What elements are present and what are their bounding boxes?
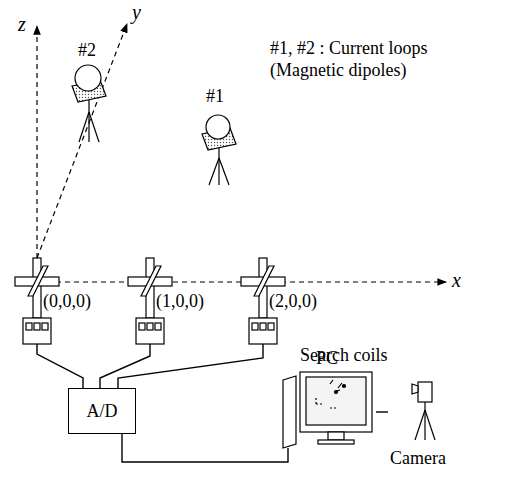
node-text: #2 bbox=[78, 40, 96, 61]
node-text: (1,0,0) bbox=[156, 291, 204, 312]
current-loop: #2 bbox=[62, 40, 116, 150]
camera: Camera bbox=[388, 372, 460, 470]
pc-figure bbox=[283, 372, 372, 448]
wire bbox=[122, 434, 288, 462]
axis-label: z bbox=[18, 12, 26, 36]
node-text: (2,0,0) bbox=[269, 291, 317, 312]
wire bbox=[376, 411, 388, 412]
node-text: Camera bbox=[390, 448, 446, 469]
search-coil: (2,0,0) bbox=[241, 258, 321, 344]
wire bbox=[100, 344, 150, 388]
axis-label: y bbox=[132, 0, 141, 24]
current-loop: #1 bbox=[190, 86, 246, 190]
part-label: Search coils bbox=[300, 345, 387, 367]
search-coil: (1,0,0) bbox=[128, 258, 208, 344]
node-text: (0,0,0) bbox=[43, 291, 91, 312]
camera-figure bbox=[412, 382, 435, 440]
wire bbox=[118, 344, 263, 388]
node-text: #1 bbox=[206, 86, 224, 107]
axis-label: x bbox=[452, 268, 461, 292]
node-text: A/D bbox=[87, 401, 118, 422]
note-text: #1, #2 : Current loops (Magnetic dipoles… bbox=[270, 38, 485, 81]
wire bbox=[37, 344, 83, 388]
current-loop-figure bbox=[72, 65, 106, 142]
ad-converter-box: A/D bbox=[68, 388, 136, 434]
current-loop-figure bbox=[202, 115, 236, 185]
search-coil: (0,0,0) bbox=[15, 258, 95, 344]
